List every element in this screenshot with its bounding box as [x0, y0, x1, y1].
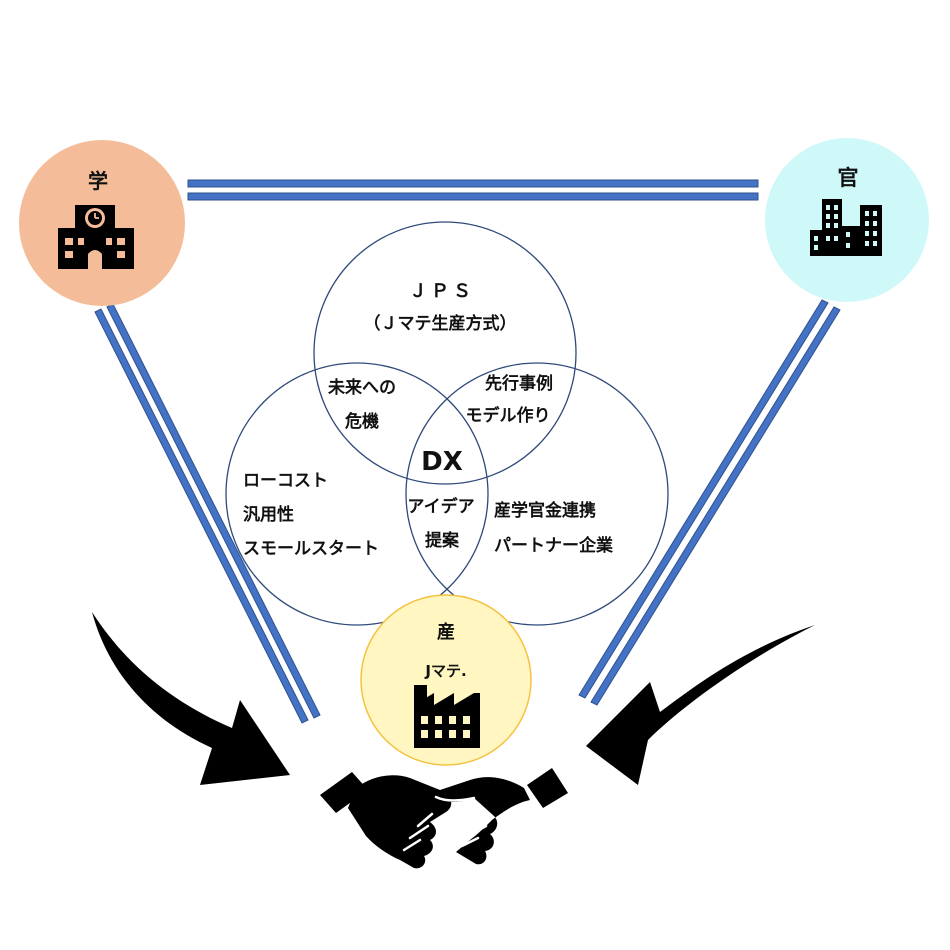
connector-government-industry [578, 299, 841, 706]
venn-circle-left [225, 362, 489, 626]
node-government: 官 [765, 138, 929, 302]
venn-top-right-line2: モデル作り [466, 405, 551, 426]
venn-bottom-line2: 提案 [425, 530, 460, 551]
venn-left-line3: スモールスタート [243, 539, 379, 559]
industry-label: 産 [437, 621, 455, 643]
industry-sublabel: Jマテ. [424, 662, 466, 680]
venn-right-line2: パートナー企業 [494, 535, 613, 556]
connector-academia-government [187, 179, 759, 201]
venn-bottom-line1: アイデア [407, 496, 474, 517]
venn-right-line1: 産学官金連携 [494, 500, 596, 521]
node-academia: 学 [19, 140, 185, 306]
venn-left-line1: ローコスト [243, 471, 328, 491]
factory-icon [414, 685, 480, 748]
government-label: 官 [838, 166, 859, 190]
venn-diagram [225, 221, 669, 626]
arrow-right-curved [586, 625, 815, 785]
venn-circle-right [405, 362, 669, 626]
venn-top-title: ＪＰＳ [409, 281, 475, 302]
venn-top-right-line1: 先行事例 [485, 373, 553, 394]
venn-center-label: DX [421, 447, 463, 477]
node-industry: 産 Jマテ. [360, 594, 532, 766]
venn-left-line2: 汎用性 [243, 504, 294, 525]
handshake-icon [320, 768, 568, 869]
arrow-left-curved [92, 612, 290, 785]
academia-label: 学 [88, 169, 108, 193]
venn-top-subtitle: （Ｊマテ生産方式） [364, 313, 517, 334]
venn-top-left-line2: 危機 [344, 411, 379, 432]
venn-top-left-line1: 未来への [327, 377, 396, 398]
office-buildings-icon [810, 199, 882, 256]
venn-circle-top [313, 221, 577, 485]
school-icon [58, 205, 134, 269]
